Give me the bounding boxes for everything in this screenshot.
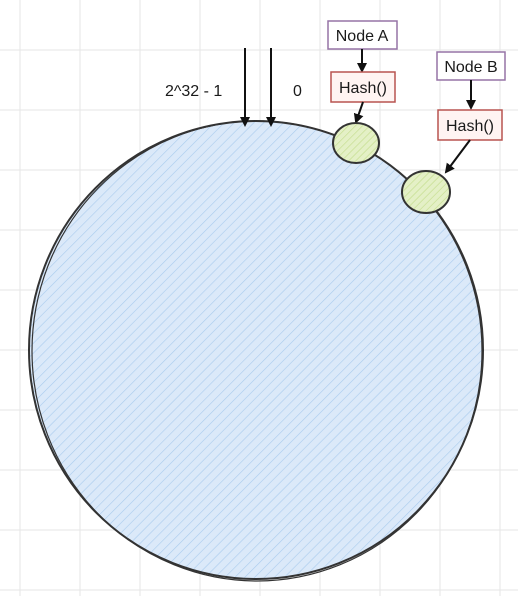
node-a-label: Node A	[336, 28, 389, 45]
arrow-down-icon	[444, 139, 471, 174]
hash-ring	[28, 120, 484, 582]
hash-ring-outline-sketch	[31, 120, 483, 582]
node-b-ring-point	[401, 170, 451, 214]
arrow-down-icon	[353, 101, 364, 124]
node-a-ring-point	[332, 122, 380, 164]
node-b-label: Node B	[444, 59, 497, 76]
node-a-group: Node A Hash()	[327, 20, 398, 164]
node-b-box	[436, 51, 506, 81]
ring-max-label: 2^32 - 1	[165, 83, 222, 100]
node-a-hash-label: Hash()	[339, 80, 387, 97]
ring-zero-label: 0	[293, 83, 302, 100]
node-b-group: Node B Hash()	[401, 51, 506, 214]
node-b-hash-label: Hash()	[446, 118, 494, 135]
